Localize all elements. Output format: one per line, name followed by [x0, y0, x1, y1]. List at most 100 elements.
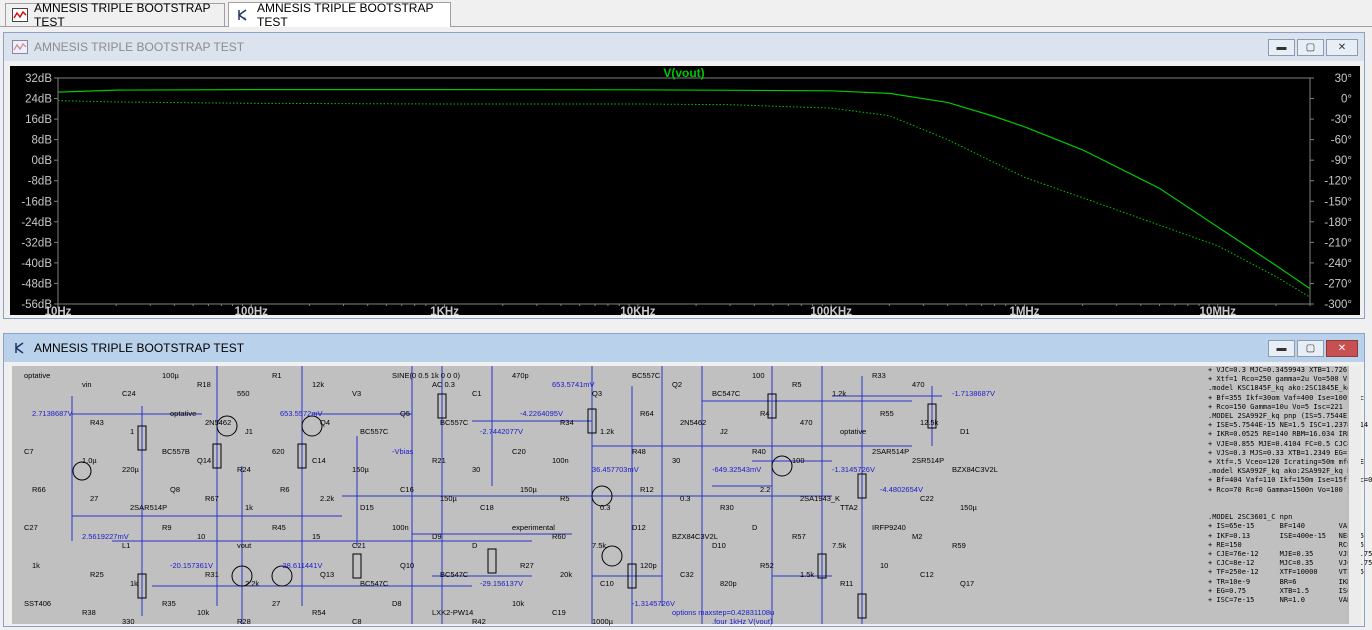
tab-schematic[interactable]: AMNESIS TRIPLE BOOTSTRAP TEST — [228, 1, 451, 29]
schematic-label: optative — [24, 371, 50, 380]
schematic-label: C21 — [352, 541, 366, 550]
schematic-label: -29.156137V — [480, 579, 523, 588]
plot-window-titlebar[interactable]: AMNESIS TRIPLE BOOTSTRAP TEST ▬ ▢ ✕ — [4, 33, 1364, 61]
netlist-line: + IKF=0.13 ISE=400e-15 NE=1.5 — [1208, 531, 1364, 540]
waveform-icon — [12, 40, 28, 54]
schematic-label: R11 — [840, 579, 853, 588]
schematic-label: R67 — [205, 494, 219, 503]
netlist-line: + EG=0.75 XTB=1.5 ISC — [1208, 586, 1352, 595]
schematic-label: 36.457703mV — [592, 465, 639, 474]
schematic-label: -20.157361V — [170, 561, 213, 570]
schematic-label: 1k — [130, 579, 138, 588]
schematic-label: -Vbias — [392, 447, 414, 456]
y-right-tick-label: -210° — [1324, 237, 1352, 249]
netlist-line: + VJC=0.3 MJC=0.3459943 XTB=1.726 — [1208, 366, 1352, 374]
component-symbol — [857, 593, 867, 619]
schematic-label: V3 — [352, 389, 361, 398]
window-title: AMNESIS TRIPLE BOOTSTRAP TEST — [34, 341, 245, 355]
schematic-label: 2SA1943_K — [800, 494, 840, 503]
schematic-label: D — [752, 523, 758, 532]
y-left-tick-label: -56dB — [21, 299, 52, 311]
schematic-label: 2.2 — [760, 485, 770, 494]
schematic-label: 1 — [130, 427, 134, 436]
schematic-label: 100µ — [162, 371, 180, 380]
maximize-button[interactable]: ▢ — [1297, 39, 1324, 56]
window-title: AMNESIS TRIPLE BOOTSTRAP TEST — [34, 40, 245, 54]
schematic-label: C7 — [24, 447, 34, 456]
schematic-label: 2.5619227mV — [82, 532, 129, 541]
schematic-label: BZX84C3V2L — [952, 465, 998, 474]
minimize-button[interactable]: ▬ — [1268, 39, 1295, 56]
maximize-icon: ▢ — [1305, 42, 1316, 53]
netlist-line: + VJS=0.3 MJS=0.33 XTB=1.2349 EG=1.1 — [1208, 448, 1360, 457]
schematic-label: C18 — [480, 503, 494, 512]
schematic-label: 20k — [560, 570, 572, 579]
minimize-button[interactable]: ▬ — [1268, 340, 1295, 357]
netlist-line — [1208, 504, 1368, 513]
schematic-label: R5 — [792, 380, 802, 389]
schematic-label: 150µ — [960, 503, 978, 512]
schematic-label: 15 — [312, 532, 320, 541]
schematic-label: D12 — [632, 523, 646, 532]
schematic-label: BC547C — [360, 579, 389, 588]
maximize-button[interactable]: ▢ — [1297, 340, 1324, 357]
schematic-label: AC 0.3 — [432, 380, 455, 389]
y-left-tick-label: -32dB — [21, 237, 52, 249]
netlist-line: .model KSA992F_kq ako:2SA992F_kq PN — [1208, 467, 1356, 476]
schematic-label: BC547C — [440, 570, 469, 579]
schematic-label: C12 — [920, 570, 934, 579]
schematic-label: -28.611441V — [280, 561, 322, 570]
netlist-line: + IS=65e-15 BF=140 VAF — [1208, 522, 1352, 531]
netlist-line: + VJE=0.855 MJE=0.4104 FC=0.5 CJC=3. — [1208, 439, 1360, 448]
component-symbol — [817, 553, 827, 579]
y-left-tick-label: -40dB — [21, 258, 52, 270]
close-button[interactable]: ✕ — [1326, 340, 1358, 357]
close-button[interactable]: ✕ — [1326, 39, 1358, 56]
y-right-tick-label: -150° — [1324, 196, 1352, 208]
schematic-label: 100 — [792, 456, 805, 465]
schematic-label: C14 — [312, 456, 326, 465]
trace-label: V(vout) — [663, 66, 704, 80]
schematic-label: 2.2k — [320, 494, 334, 503]
schematic-label: C19 — [552, 608, 566, 617]
schematic-label: 10 — [197, 532, 205, 541]
schematic-label: LXK2-PW14 — [432, 608, 473, 617]
schematic-label: 120p — [640, 561, 657, 570]
schematic-label: Q17 — [960, 579, 974, 588]
close-icon: ✕ — [1337, 42, 1347, 53]
schematic-label: C32 — [680, 570, 694, 579]
schematic-label: 1k — [32, 561, 40, 570]
netlist-line: + TR=10e-9 BR=6 IKR — [1208, 577, 1352, 586]
schematic-label: 7.5k — [592, 541, 606, 550]
transistor-symbol — [591, 485, 613, 507]
schematic-label: D1 — [960, 427, 970, 436]
schematic-label: 550 — [237, 389, 250, 398]
schematic-label: 2.2k — [245, 579, 259, 588]
schematic-label: -1.7138687V — [952, 389, 995, 398]
y-left-tick-label: 8dB — [32, 135, 53, 147]
tab-label: AMNESIS TRIPLE BOOTSTRAP TEST — [257, 1, 434, 29]
schematic-label: C24 — [122, 389, 136, 398]
schematic-label: 653.5741mV — [552, 380, 595, 389]
component-symbol — [487, 548, 497, 574]
tab-waveform[interactable]: AMNESIS TRIPLE BOOTSTRAP TEST — [5, 1, 225, 29]
schematic-label: 470 — [800, 418, 813, 427]
netlist-line: .MODEL 2SC3601_C npn — [1208, 513, 1293, 522]
schematic-label: TTA2 — [840, 503, 858, 512]
transistor-symbol — [601, 545, 623, 567]
schematic-label: R42 — [472, 617, 486, 626]
schematic-label: R12 — [640, 485, 654, 494]
schematic-label: 2N5462 — [680, 418, 706, 427]
schematic-label: 10 — [880, 561, 888, 570]
netlist-line: .MODEL 2SA992F_kq pnp (IS=5.7544E-14 — [1208, 412, 1360, 421]
y-left-tick-label: -8dB — [28, 176, 53, 188]
schematic-label: 2SAR514P — [130, 503, 167, 512]
netlist-line: + Bf=355 Ikf=30om Vaf=400 Ise=100f bc — [1208, 393, 1364, 402]
schematic-label: 2.7138687V — [32, 409, 72, 418]
vertical-scrollbar[interactable] — [1348, 366, 1361, 624]
schematic-window-titlebar[interactable]: AMNESIS TRIPLE BOOTSTRAP TEST ▬ ▢ ✕ — [4, 334, 1364, 362]
y-left-tick-label: -24dB — [21, 217, 52, 229]
